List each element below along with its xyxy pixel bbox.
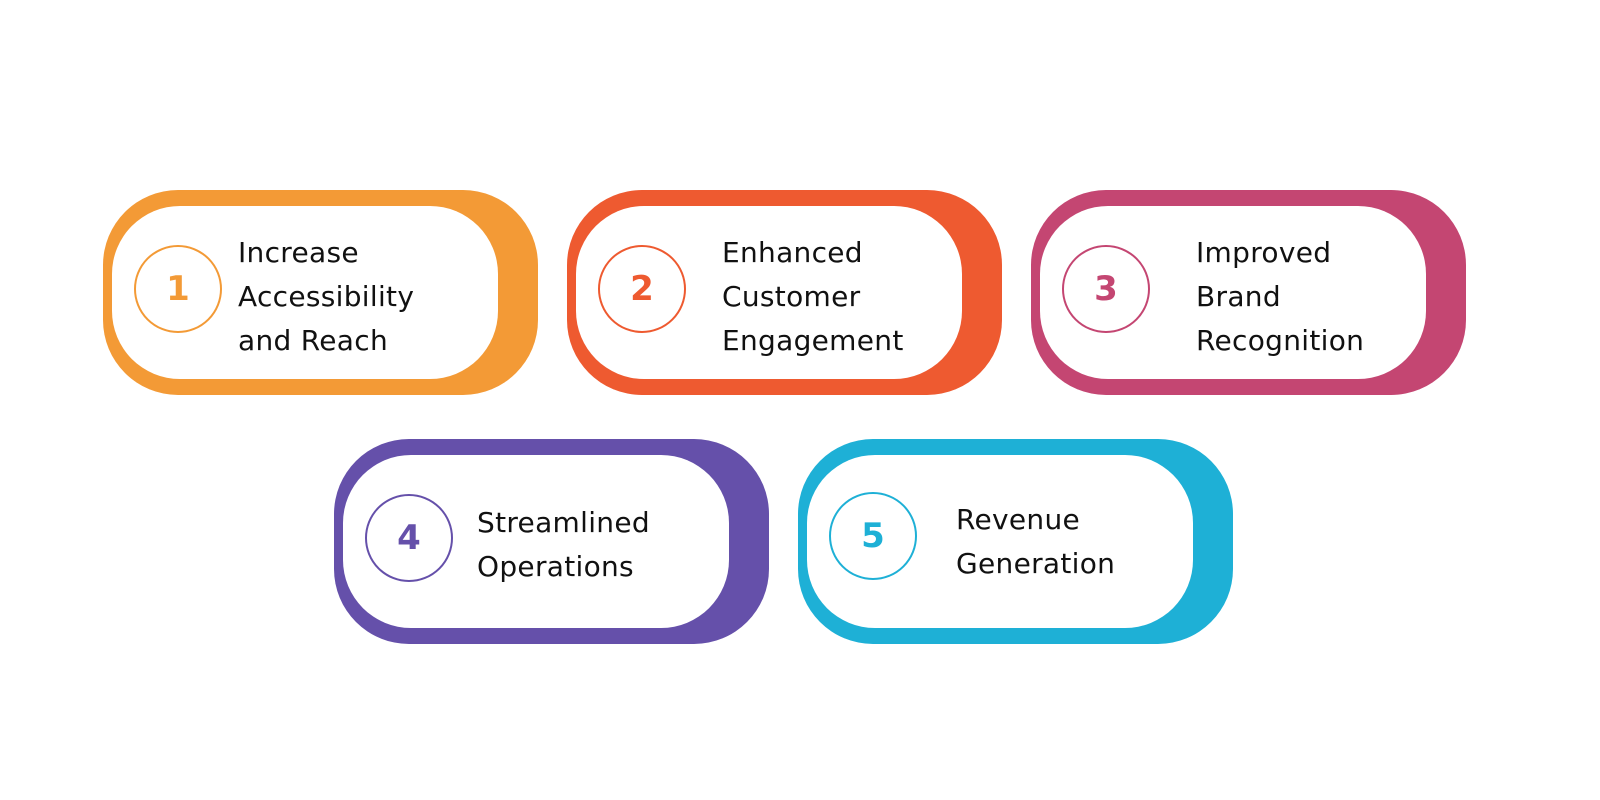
benefit-label-line: Accessibility: [238, 280, 415, 313]
benefit-card-5: 5 Revenue Generation: [798, 439, 1233, 644]
benefit-label-line: Brand: [1196, 280, 1281, 313]
benefit-card-4: 4 Streamlined Operations: [334, 439, 769, 644]
benefit-label-line: Customer: [722, 280, 861, 313]
benefit-label-line: Revenue: [956, 503, 1081, 536]
benefit-label: Streamlined Operations: [477, 501, 727, 589]
step-number-badge: 4: [365, 494, 453, 582]
benefit-label-line: Generation: [956, 547, 1116, 580]
step-number-badge: 1: [134, 245, 222, 333]
step-number-badge: 2: [598, 245, 686, 333]
benefit-label-line: Enhanced: [722, 236, 863, 269]
benefit-card-3: 3 Improved Brand Recognition: [1031, 190, 1466, 395]
benefit-label-line: Improved: [1196, 236, 1332, 269]
benefit-label: Enhanced Customer Engagement: [722, 231, 972, 363]
benefit-card-2: 2 Enhanced Customer Engagement: [567, 190, 1002, 395]
benefit-label-line: Increase: [238, 236, 359, 269]
benefit-label: Improved Brand Recognition: [1196, 231, 1446, 363]
benefit-label: Revenue Generation: [956, 498, 1206, 586]
benefit-card-1: 1 Increase Accessibility and Reach: [103, 190, 538, 395]
step-number-badge: 5: [829, 492, 917, 580]
benefit-label-line: Streamlined: [477, 506, 650, 539]
benefit-label-line: Recognition: [1196, 324, 1365, 357]
benefit-label-line: Operations: [477, 550, 634, 583]
benefit-label: Increase Accessibility and Reach: [238, 231, 488, 363]
benefit-label-line: and Reach: [238, 324, 389, 357]
step-number-badge: 3: [1062, 245, 1150, 333]
benefit-label-line: Engagement: [722, 324, 904, 357]
